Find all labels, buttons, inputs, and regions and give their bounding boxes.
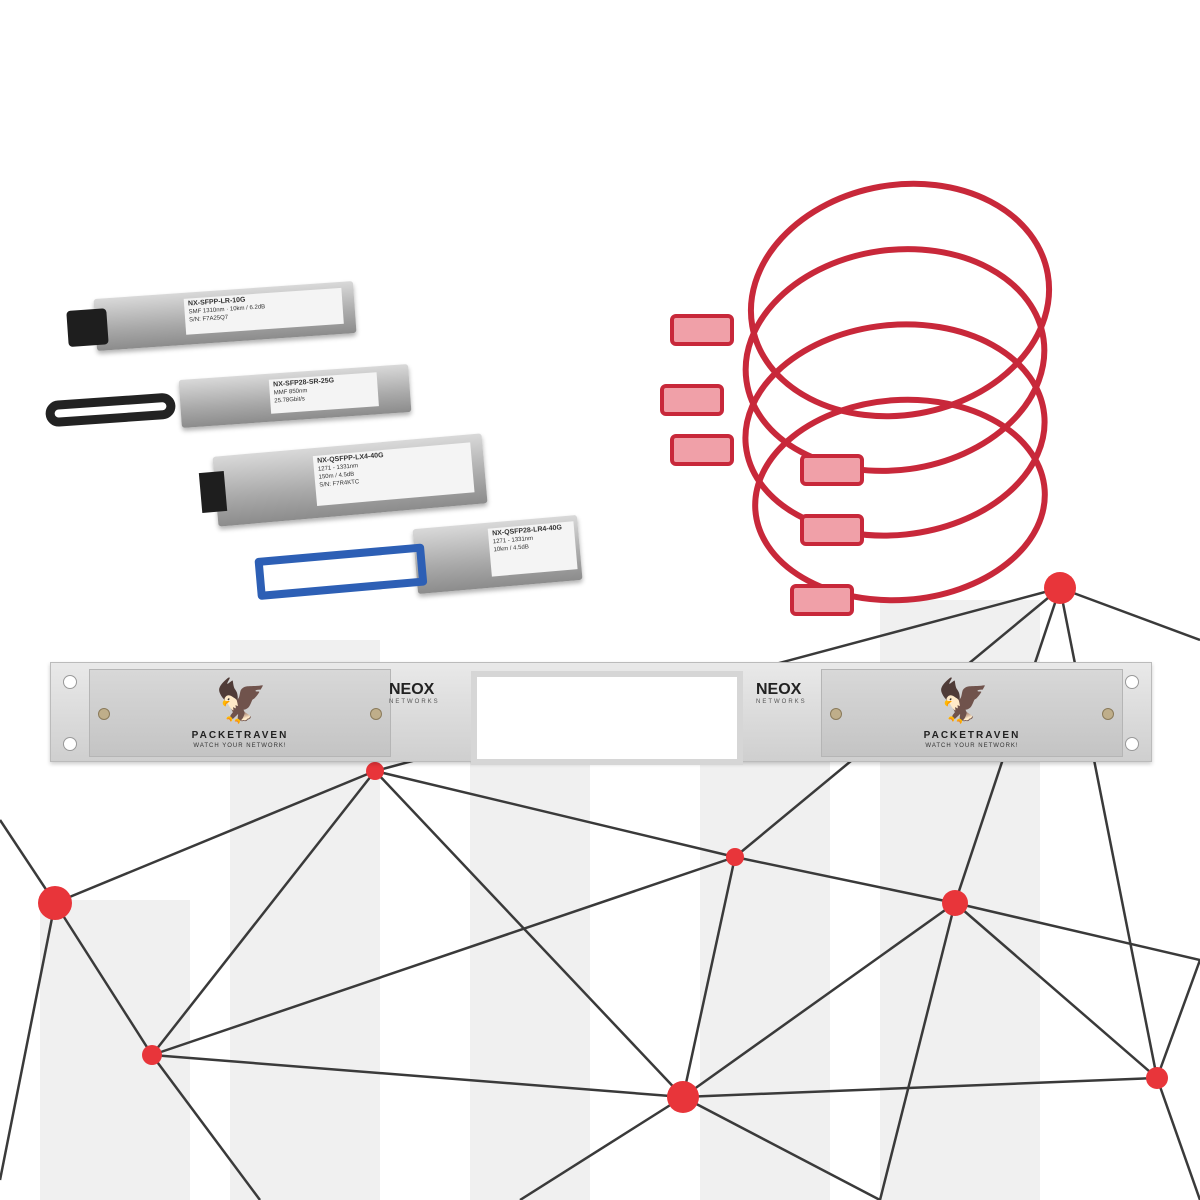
neox-text: NEOX: [389, 681, 435, 698]
spec-text: 25.78Gbit/s: [274, 396, 306, 405]
screw: [98, 708, 110, 720]
network-edge: [734, 855, 956, 905]
neox-sub-text: NETWORKS: [389, 699, 440, 705]
network-edge: [954, 902, 1158, 1079]
network-node: [142, 1045, 162, 1065]
tagline-text: WATCH YOUR NETWORK!: [925, 743, 1019, 749]
spec-text: 10km / 6.2dB: [229, 304, 266, 313]
network-edge: [374, 769, 736, 859]
blank-plate-left: 🦅 PACKETRAVEN WATCH YOUR NETWORK!: [89, 669, 391, 757]
network-edge: [954, 901, 1200, 962]
lc-connector: [670, 314, 734, 346]
lc-connector: [800, 514, 864, 546]
serial-text: S/N: F7R4KTC: [319, 479, 360, 489]
network-edge: [878, 902, 957, 1200]
network-node: [726, 848, 744, 866]
transceiver-latch: [66, 308, 109, 347]
network-edge: [53, 902, 154, 1056]
raven-logo-icon: 🦅: [937, 677, 990, 724]
transceiver-port: [198, 470, 228, 513]
network-node: [1146, 1067, 1168, 1089]
network-edge: [519, 1095, 684, 1200]
network-edge: [682, 1076, 1158, 1099]
blank-plate-right: 🦅 PACKETRAVEN WATCH YOUR NETWORK!: [821, 669, 1123, 757]
lc-connector: [660, 384, 724, 416]
neox-text: NEOX: [756, 681, 802, 698]
tagline-text: WATCH YOUR NETWORK!: [193, 743, 287, 749]
network-edge: [1155, 959, 1200, 1079]
lc-connector: [670, 434, 734, 466]
serial-text: S/N: F7A25Q7: [189, 314, 229, 324]
network-edge: [374, 770, 684, 1098]
lc-connector: [800, 454, 864, 486]
transceiver-label: NX-SFPP-LR-10G SMF 1310nm · 10km / 6.2dB…: [183, 287, 344, 335]
transceiver-label: NX-SFP28-SR-25G MMF 850nm 25.78Gbit/s: [268, 372, 379, 414]
network-edge: [0, 902, 57, 1181]
network-edge: [150, 1054, 262, 1200]
network-edge: [1155, 1077, 1200, 1200]
model-text: NX-SFP28-SR-25G: [272, 377, 335, 389]
network-node: [1044, 572, 1076, 604]
transceiver-label: NX-QSFP28-LR4-40G 1271 - 1331nm 10km / 4…: [487, 521, 578, 577]
neox-sub-text: NETWORKS: [756, 699, 807, 705]
network-node: [942, 890, 968, 916]
brand-text: PACKETRAVEN: [923, 730, 1021, 741]
spec-text: 10km / 4.5dB: [493, 544, 530, 554]
screw: [370, 708, 382, 720]
fiber-cable: [742, 246, 1048, 474]
network-edge: [151, 770, 376, 1056]
fiber-cable: [742, 321, 1048, 539]
spec-text: SMF 1310nm: [188, 307, 225, 316]
mount-hole: [63, 737, 77, 751]
network-node: [667, 1081, 699, 1113]
mount-hole: [1125, 737, 1139, 751]
module-window: [471, 671, 743, 765]
brand-text: PACKETRAVEN: [191, 730, 289, 741]
transceiver-label: NX-QSFPP-LX4-40G 1271 - 1331nm 150m / 4.…: [312, 442, 475, 506]
spec-text: MMF 850nm: [273, 388, 308, 397]
raven-logo-icon: 🦅: [215, 677, 268, 724]
network-node: [366, 762, 384, 780]
network-edge: [54, 769, 376, 905]
fiber-cable: [747, 180, 1053, 420]
network-node: [38, 886, 72, 920]
screw: [830, 708, 842, 720]
mount-hole: [1125, 675, 1139, 689]
network-edge: [1059, 586, 1200, 642]
mount-hole: [63, 675, 77, 689]
model-text: NX-QSFPP-LX4-40G: [316, 451, 384, 465]
screw: [1102, 708, 1114, 720]
fiber-cable: [752, 396, 1048, 604]
network-edge: [681, 856, 737, 1098]
network-edge: [151, 1053, 684, 1099]
lc-connector: [790, 584, 854, 616]
network-edge: [682, 901, 956, 1099]
network-edge: [151, 855, 736, 1057]
network-edge: [682, 1095, 881, 1200]
